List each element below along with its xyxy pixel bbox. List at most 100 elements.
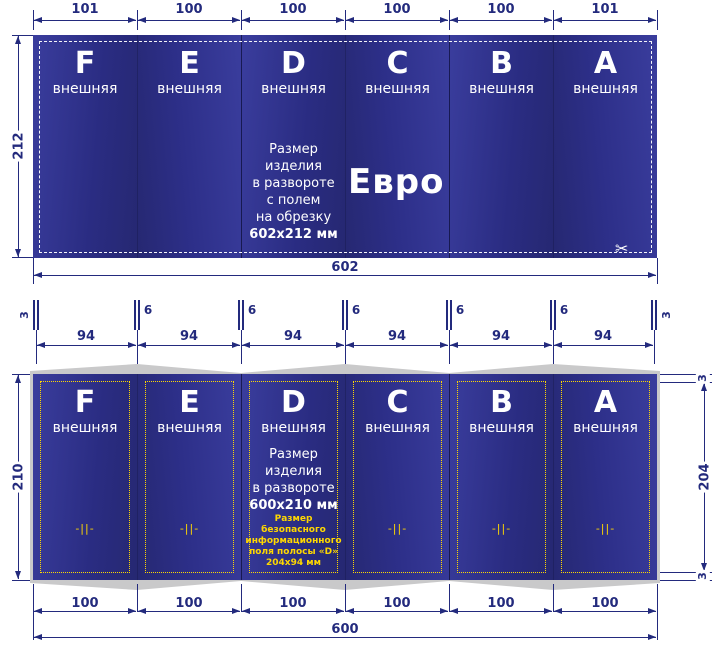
safe-area-note: Размер безопасного информационного поля …	[245, 514, 342, 568]
dim-tick	[657, 10, 658, 30]
dim-tick	[657, 584, 658, 640]
panel-top-A: A внешняя	[553, 35, 657, 258]
trim-dashed-border	[39, 41, 652, 253]
fold-alignment-mark: -||-	[75, 522, 95, 535]
panel-side-label: внешняя	[469, 420, 534, 436]
panel-side-label: внешняя	[261, 420, 326, 436]
dim-arrow	[138, 608, 240, 614]
top-width-dim-3: 100	[381, 2, 413, 17]
safe-area-border	[353, 381, 442, 573]
dim-tick	[660, 572, 712, 573]
panel-top-E: E внешняя	[137, 35, 241, 258]
fold-mark	[446, 300, 452, 330]
panel-bottom-dim-5: 100	[589, 596, 621, 611]
fold-alignment-mark: -||-	[387, 522, 408, 535]
bottom-total-width-dim: 600	[329, 622, 361, 637]
panel-side-label: внешняя	[157, 81, 222, 97]
dim-arrow	[346, 17, 448, 23]
dim-arrow	[34, 17, 136, 23]
dim-arrow	[242, 342, 344, 348]
dim-tick	[137, 330, 138, 364]
fold-alignment-mark: -||-	[179, 522, 200, 535]
dim-tick	[660, 580, 712, 581]
panel-width-dim-5: 94	[591, 329, 615, 344]
dim-tick	[241, 10, 242, 30]
panel-width-dim-2: 94	[281, 329, 305, 344]
dim-tick	[553, 584, 554, 612]
panel-bottom-B: B внешняя -||-	[449, 374, 553, 580]
panel-letter: E	[179, 385, 200, 420]
panel-top-F: F внешняя	[33, 35, 137, 258]
dim-arrow	[34, 272, 656, 278]
top-width-dim-4: 100	[485, 2, 517, 17]
folded-size-note: Размер изделия в развороте 600х210 мм	[249, 447, 338, 513]
panel-side-label: внешняя	[157, 420, 222, 436]
fold-alignment-mark: -||-	[491, 522, 512, 535]
panel-letter: E	[179, 46, 200, 81]
panel-letter: F	[74, 385, 96, 420]
panel-bottom-F: F внешняя -||-	[33, 374, 137, 580]
safe-area-border	[145, 381, 234, 573]
panel-letter: F	[74, 46, 96, 81]
fold-gap-dim-4: 6	[557, 303, 571, 317]
panel-width-dim-4: 94	[489, 329, 513, 344]
top-width-dim-1: 100	[173, 2, 205, 17]
panel-letter: C	[386, 46, 409, 81]
panel-width-dim-1: 94	[177, 329, 201, 344]
panel-bottom-dim-3: 100	[381, 596, 413, 611]
top-height-dim: 212	[11, 130, 27, 162]
dim-tick	[12, 35, 33, 36]
fold-mark	[651, 300, 657, 330]
fold-mark	[33, 300, 39, 330]
fold-alignment-mark: -||-	[595, 522, 616, 535]
dim-tick	[137, 10, 138, 30]
panel-bottom-D: D внешняя Размер изделия в развороте 600…	[241, 374, 345, 580]
panel-bottom-A: A внешняя -||-	[553, 374, 657, 580]
panel-side-label: внешняя	[52, 420, 118, 436]
dim-tick	[660, 382, 712, 383]
dim-tick	[12, 257, 33, 258]
safe-bottom-dim: 3	[695, 570, 710, 582]
fold-mark	[550, 300, 556, 330]
dim-tick	[345, 330, 346, 364]
panel-letter: B	[490, 46, 513, 81]
dim-tick	[660, 374, 712, 375]
dim-tick	[449, 584, 450, 612]
dim-arrow	[34, 608, 136, 614]
panel-bottom-dim-0: 100	[69, 596, 101, 611]
dim-tick	[33, 258, 34, 284]
dim-tick	[449, 330, 450, 364]
safe-height-dim: 204	[697, 461, 713, 493]
safe-area-border	[40, 381, 130, 573]
panel-letter: A	[593, 385, 618, 420]
dim-arrow	[37, 342, 136, 348]
dim-tick	[553, 330, 554, 364]
scissors-icon: ✂	[615, 239, 629, 258]
dim-tick	[36, 330, 37, 364]
panel-letter: B	[490, 385, 513, 420]
panel-side-label: внешняя	[469, 81, 534, 97]
bleed-right-dim: 3	[659, 309, 674, 321]
fold-gap-dim-0: 6	[141, 303, 155, 317]
dim-arrow	[554, 17, 656, 23]
dim-tick	[657, 258, 658, 284]
panel-top-D: D внешняя Размер изделия в развороте с п…	[241, 35, 345, 258]
dim-arrow	[346, 342, 448, 348]
top-width-dim-2: 100	[277, 2, 309, 17]
fold-gap-dim-1: 6	[245, 303, 259, 317]
panel-top-C: C внешняя	[345, 35, 449, 258]
dim-tick	[345, 10, 346, 30]
fold-gap-dim-2: 6	[349, 303, 363, 317]
fold-type-label: Евро	[348, 162, 445, 202]
dim-tick	[241, 584, 242, 612]
panel-bottom-dim-4: 100	[485, 596, 517, 611]
safe-area-border	[457, 381, 546, 573]
panel-top-B: B внешняя	[449, 35, 553, 258]
dim-tick	[12, 374, 30, 375]
panel-bottom-dim-1: 100	[173, 596, 205, 611]
panel-side-label: внешняя	[365, 420, 430, 436]
dim-tick	[553, 10, 554, 30]
dim-arrow	[242, 17, 344, 23]
bleed-left-dim: 3	[17, 309, 32, 321]
